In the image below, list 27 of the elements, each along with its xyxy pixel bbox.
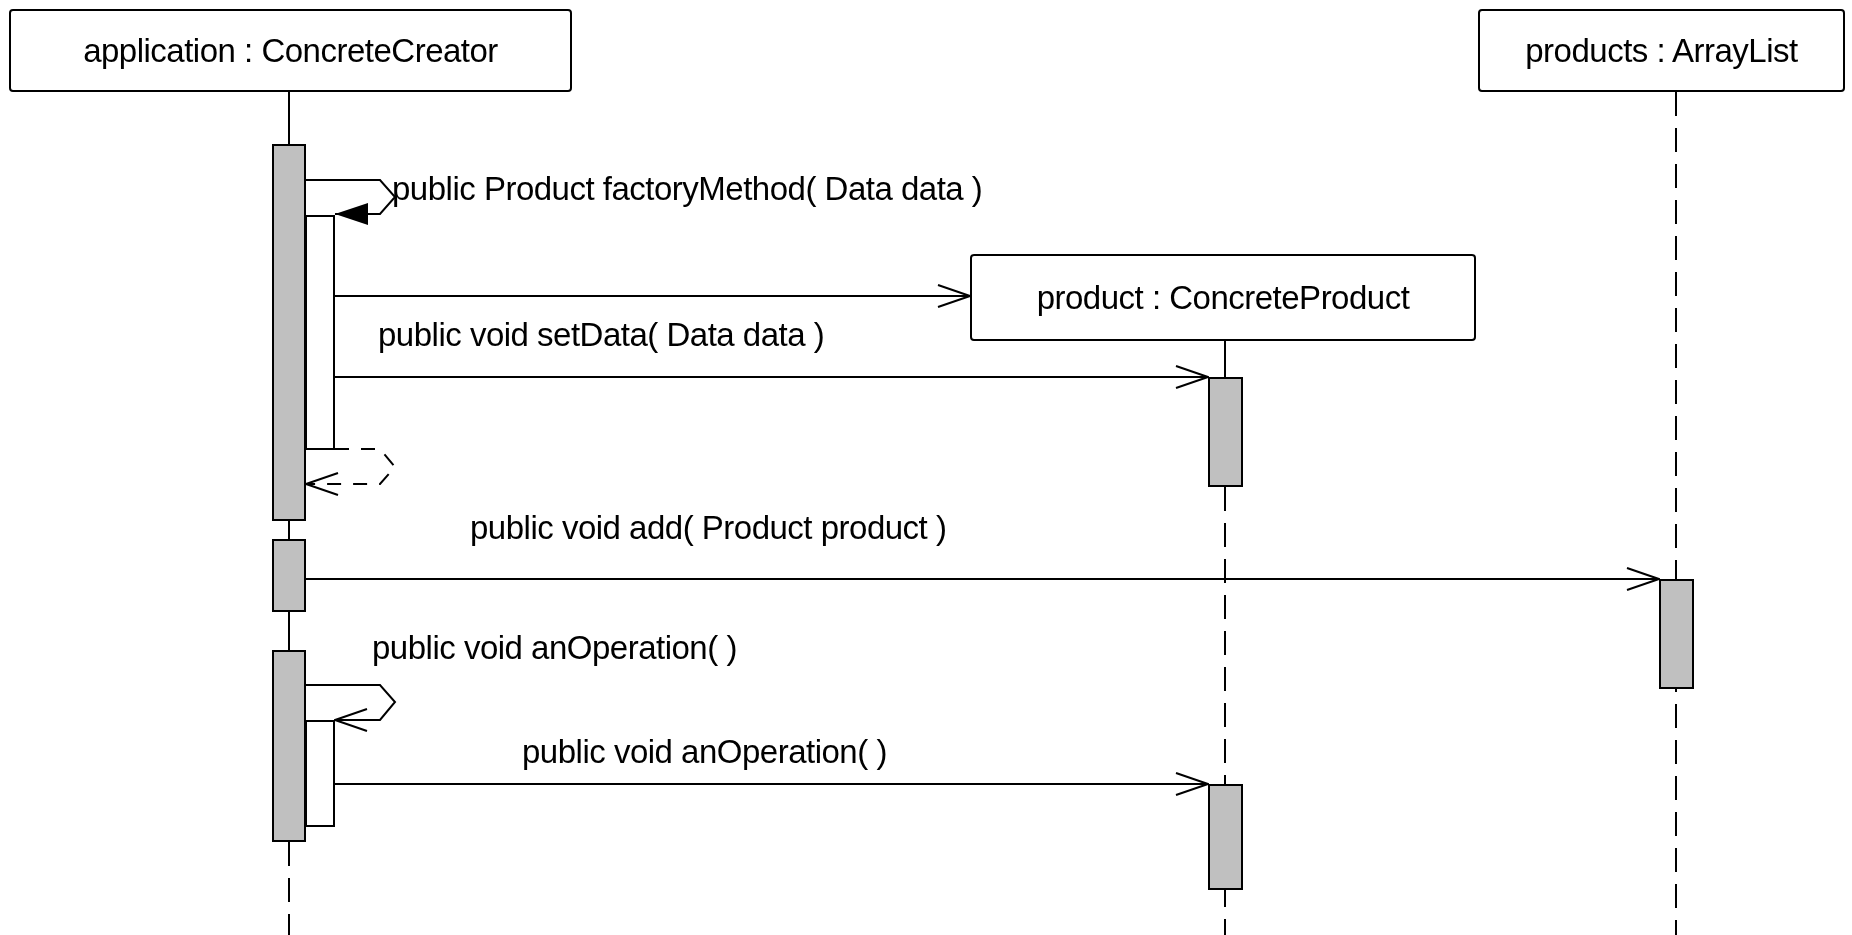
object-box: products : ArrayList (1478, 9, 1845, 92)
message-arrow (305, 567, 1660, 591)
message-arrow (305, 179, 397, 225)
lifeline (1224, 340, 1226, 378)
activation-bar (305, 720, 335, 827)
object-box: application : ConcreteCreator (9, 9, 572, 92)
activation-bar (305, 215, 335, 450)
message-arrow (305, 684, 397, 732)
activation-bar (1208, 377, 1243, 487)
message-label: public void anOperation( ) (522, 735, 887, 768)
object-box: product : ConcreteProduct (970, 254, 1476, 341)
activation-bar (272, 539, 306, 612)
activation-bar (1208, 784, 1243, 890)
message-label: public Product factoryMethod( Data data ) (392, 172, 983, 205)
activation-bar (272, 650, 306, 842)
message-arrow (334, 772, 1209, 796)
message-arrow (334, 365, 1209, 389)
message-label: public void anOperation( ) (372, 631, 737, 664)
message-arrow (334, 284, 971, 308)
lifeline (288, 611, 290, 651)
lifeline (288, 91, 290, 145)
lifeline (288, 520, 290, 540)
activation-bar (1659, 579, 1694, 689)
message-label: public void setData( Data data ) (378, 318, 825, 351)
activation-bar (272, 144, 306, 521)
message-label: public void add( Product product ) (470, 511, 947, 544)
message-arrow (305, 448, 397, 496)
